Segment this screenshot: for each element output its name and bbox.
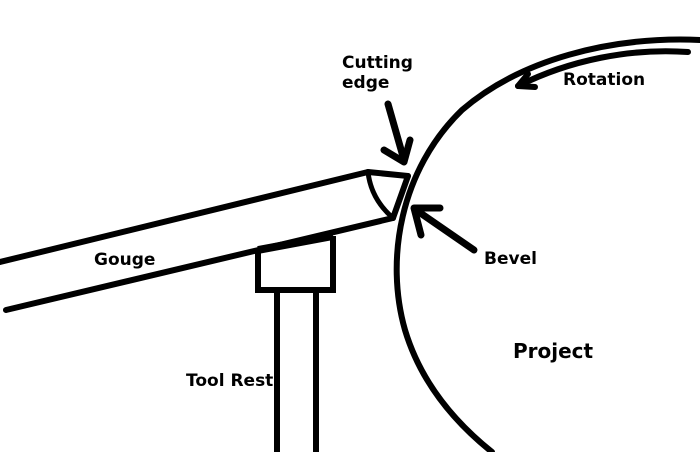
bevel-arrowhead bbox=[410, 204, 444, 239]
cutting-edge-curve bbox=[365, 171, 395, 220]
cutting-edge-arrowhead bbox=[380, 136, 414, 166]
bevel-face bbox=[390, 173, 411, 221]
gouge-label: Gouge bbox=[94, 250, 156, 270]
rotation-arrow-icon bbox=[515, 48, 691, 89]
tool-rest-head bbox=[255, 236, 336, 293]
cutting-edge-label: Cutting edge bbox=[342, 53, 413, 93]
gouge-tip-top bbox=[365, 169, 411, 179]
rotation-label: Rotation bbox=[563, 70, 646, 90]
project-label: Project bbox=[513, 339, 594, 363]
bevel-arrow-icon bbox=[412, 206, 478, 254]
tool-rest-label: Tool Rest bbox=[186, 371, 274, 391]
cutting-edge-label-line1: Cutting bbox=[342, 53, 413, 73]
gouge-top-edge bbox=[0, 169, 371, 265]
bevel-label: Bevel bbox=[484, 249, 537, 269]
project-circle bbox=[393, 36, 700, 452]
cutting-edge-arrow-icon bbox=[384, 100, 408, 164]
cutting-edge-label-line2: edge bbox=[342, 72, 390, 93]
tool-rest-support-edge bbox=[257, 232, 334, 254]
rotation-arrowhead bbox=[515, 71, 538, 90]
